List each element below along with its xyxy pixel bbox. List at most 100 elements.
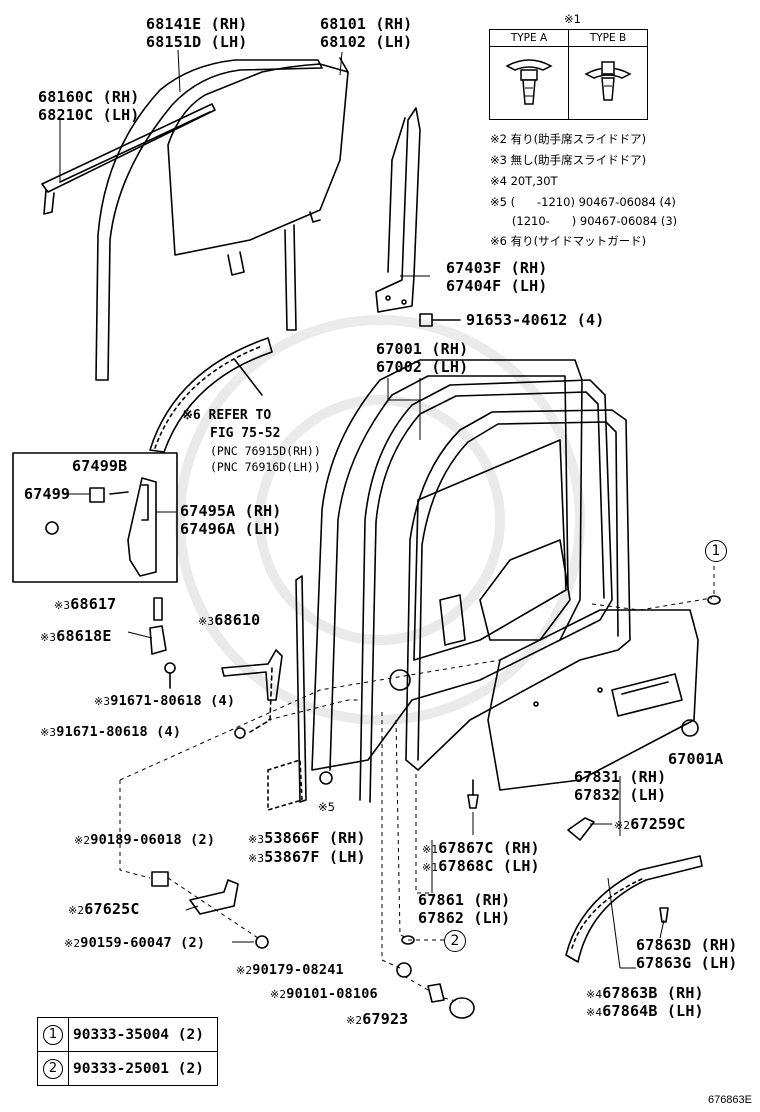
legend-num-cell: 1: [37, 1017, 69, 1052]
clip-b-icon: [584, 60, 632, 101]
label-68610-text: 68610: [214, 611, 261, 629]
callout-legend: 1 90333-35004 (2) 2 90333-25001 (2): [37, 1017, 218, 1086]
legend-part: 90333-35004 (2): [68, 1017, 218, 1052]
label-90179-text: 90179-08241: [252, 962, 344, 978]
label-90101: ※290101-08106: [270, 986, 378, 1003]
mark-2: ※2: [236, 964, 253, 977]
callout-2: 2: [444, 930, 466, 952]
label-67001a: 67001A: [668, 750, 724, 768]
clip-a-icon: [505, 58, 553, 105]
mark-2: ※2: [68, 904, 85, 917]
legend-row: 1 90333-35004 (2): [37, 1017, 218, 1052]
label-67862: 67862 (LH): [418, 909, 511, 927]
legend-row: 2 90333-25001 (2): [37, 1051, 218, 1086]
mark-3: ※3: [40, 631, 57, 644]
label-90159-text: 90159-60047 (2): [80, 935, 206, 951]
label-67499: 67499: [24, 485, 71, 503]
label-67002: 67002 (LH): [376, 358, 469, 376]
label-67863d: 67863D (RH): [636, 936, 738, 954]
label-68610: ※368610: [198, 612, 260, 630]
mark-3: ※3: [54, 599, 71, 612]
label-90189: ※290189-06018 (2): [74, 832, 215, 849]
weatherstrip-67861: [359, 379, 613, 803]
mark-2: ※2: [614, 819, 631, 832]
label-91671-a-text: 91671-80618 (4): [110, 693, 236, 709]
door-panel-67001: [311, 359, 583, 771]
label-67832: 67832 (LH): [574, 786, 667, 804]
refer-line4: (PNC 76916D(LH)): [210, 460, 321, 474]
label-68160c: 68160C (RH): [38, 88, 140, 106]
hinge-strip-53866f: [267, 575, 333, 811]
type-b-clip-image: [568, 46, 648, 120]
cover-67495a: [45, 477, 157, 577]
label-68102: 68102 (LH): [320, 33, 413, 51]
label-68151d: 68151D (LH): [146, 33, 248, 51]
molding-67863b: [565, 855, 703, 963]
refer-line2: FIG 75-52: [210, 426, 281, 441]
bottom-fasteners: [396, 935, 475, 1019]
mark-1: ※1: [422, 861, 439, 874]
mark-2: ※2: [64, 937, 81, 950]
label-90189-text: 90189-06018 (2): [90, 832, 216, 848]
belt-molding-68160c: [41, 103, 216, 215]
label-67403f: 67403F (RH): [446, 259, 548, 277]
type-b-header: TYPE B: [568, 29, 648, 47]
label-91671-a: ※391671-80618 (4): [94, 693, 235, 710]
note-6: ※6 有り(サイドマットガード): [490, 234, 647, 248]
mark-3: ※3: [248, 852, 265, 865]
label-67259c-text: 67259C: [630, 815, 686, 833]
mark-3: ※3: [198, 615, 215, 628]
label-67496a: 67496A (LH): [180, 520, 282, 538]
mark-3: ※3: [94, 695, 111, 708]
label-67868c-text: 67868C (LH): [438, 857, 540, 875]
mark-3: ※3: [40, 726, 57, 739]
label-67495a: 67495A (RH): [180, 502, 282, 520]
trim-panel: [487, 609, 699, 791]
note-4: ※4 20T,30T: [490, 174, 558, 188]
label-53866f-text: 53866F (RH): [264, 829, 366, 847]
label-67625c: ※267625C: [68, 901, 140, 919]
label-68617-text: 68617: [70, 595, 117, 613]
mark-4: ※4: [586, 988, 603, 1001]
label-67259c: ※267259C: [614, 816, 686, 834]
mark-2: ※2: [270, 988, 287, 1001]
mark-5: ※5: [318, 800, 335, 814]
note-2: ※2 有り(助手席スライドドア): [490, 132, 647, 146]
bolt-91653: [419, 313, 461, 327]
pillar-garnish-67403f: [375, 107, 421, 313]
mark-2: ※2: [74, 834, 91, 847]
label-67499b: 67499B: [72, 457, 128, 475]
label-68618e-text: 68618E: [56, 627, 112, 645]
label-67923-text: 67923: [362, 1010, 409, 1028]
label-68618e: ※368618E: [40, 628, 112, 646]
legend-part: 90333-25001 (2): [68, 1051, 218, 1086]
mark-2: ※2: [346, 1014, 363, 1027]
label-67001: 67001 (RH): [376, 340, 469, 358]
label-91671-b: ※391671-80618 (4): [40, 724, 181, 741]
label-67867c-text: 67867C (RH): [438, 839, 540, 857]
label-90101-text: 90101-08106: [286, 986, 378, 1002]
type-table-mark: ※1: [564, 12, 581, 26]
note-3: ※3 無し(助手席スライドドア): [490, 153, 647, 167]
label-67864b-text: 67864B (LH): [602, 1002, 704, 1020]
refer-line1: ※6 REFER TO: [182, 408, 272, 423]
mud-guard-arc: [149, 337, 273, 453]
note-5a: ※5 ( -1210) 90467-06084 (4): [490, 195, 676, 209]
label-67864b: ※467864B (LH): [586, 1003, 704, 1021]
label-53867f: ※353867F (LH): [248, 849, 366, 867]
pad-67259c: [567, 817, 595, 841]
leader-lines: [59, 49, 665, 969]
label-67863b-text: 67863B (RH): [602, 984, 704, 1002]
type-a-clip-image: [489, 46, 569, 120]
label-68210c: 68210C (LH): [38, 106, 140, 124]
legend-num: 1: [43, 1024, 63, 1045]
legend-num-cell: 2: [37, 1051, 69, 1086]
label-67831: 67831 (RH): [574, 768, 667, 786]
weatherstrip-67831: [405, 409, 631, 771]
plug-1: [707, 595, 721, 605]
door-glass-68101: [167, 57, 349, 276]
callout-1: 1: [705, 540, 727, 562]
label-53867f-text: 53867F (LH): [264, 848, 366, 866]
mark-3: ※3: [248, 833, 265, 846]
